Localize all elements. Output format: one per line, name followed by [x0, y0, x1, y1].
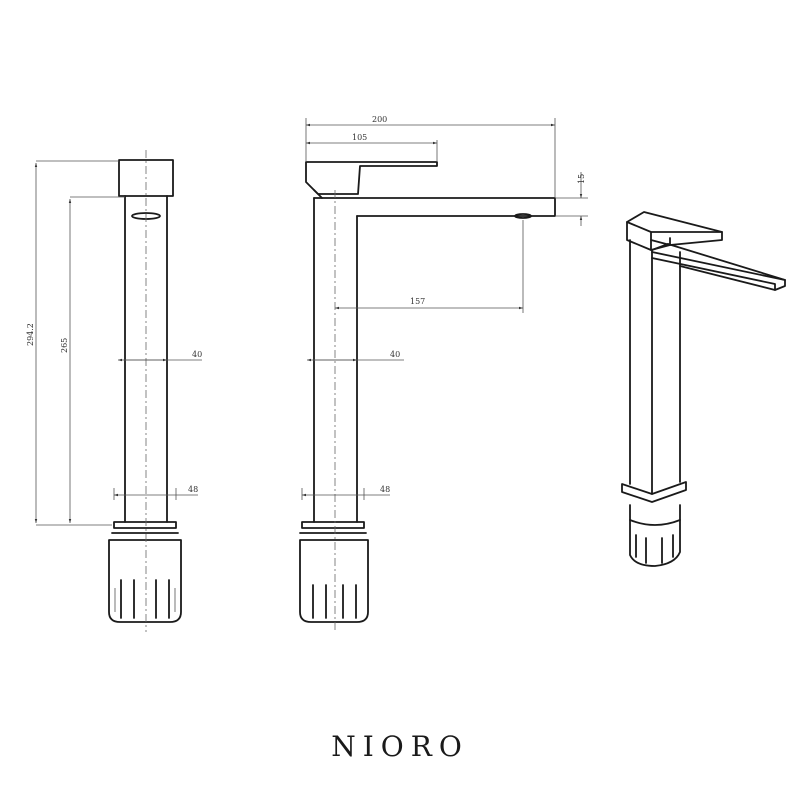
side-handle-lever: [305, 161, 438, 195]
iso-body: [629, 239, 681, 495]
dim-front-base-width: 48: [188, 485, 198, 494]
iso-handle: [626, 211, 723, 251]
front-view: 294.2 265 40 48: [26, 150, 202, 632]
isometric-view: [621, 211, 786, 567]
side-spout-outlet: [514, 213, 532, 219]
front-connector: [108, 539, 182, 623]
side-view: 200 105 15 157 40 48: [299, 115, 588, 632]
dim-front-body-width: 40: [192, 350, 202, 359]
dim-side-base-width: 48: [380, 485, 390, 494]
dim-total-reach: 200: [372, 115, 387, 124]
dim-spout-thickness: 15: [577, 174, 586, 184]
dim-overall-height: 294.2: [26, 323, 35, 346]
dim-spout-reach: 157: [410, 297, 425, 306]
brand-logo: NIORO: [331, 730, 469, 763]
iso-base-ring: [621, 481, 687, 503]
iso-connector: [629, 504, 681, 567]
front-body: [124, 195, 168, 523]
front-base-ring: [113, 521, 177, 529]
side-spout: [313, 197, 556, 217]
side-connector: [299, 539, 369, 623]
dim-side-body-width: 40: [390, 350, 400, 359]
iso-spout: [651, 251, 786, 291]
dim-body-height: 265: [60, 338, 69, 353]
front-handle-cap: [118, 159, 174, 197]
dim-handle-reach: 105: [352, 133, 367, 142]
side-base-ring: [301, 521, 365, 529]
